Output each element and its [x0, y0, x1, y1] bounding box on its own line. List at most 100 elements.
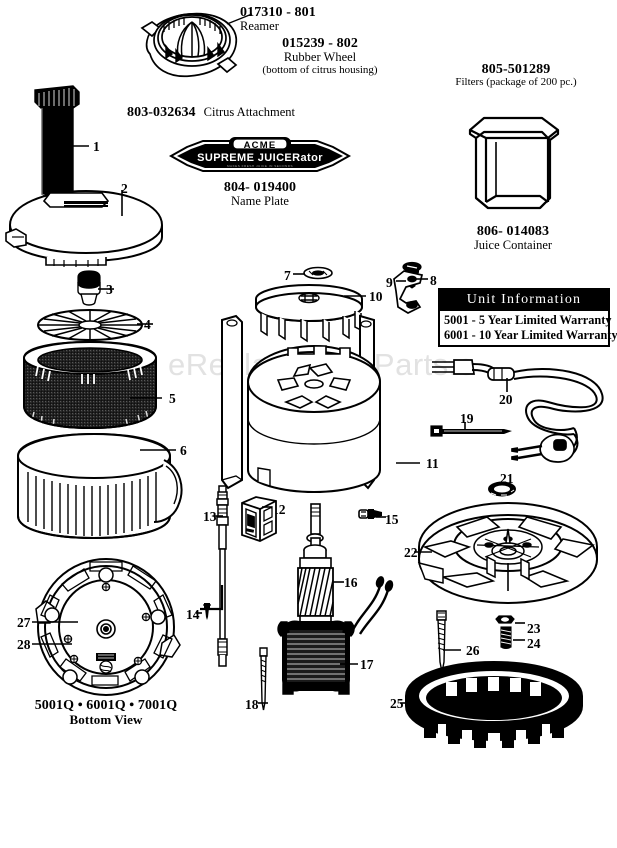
- callout-number-cable-tie: 19: [460, 411, 474, 426]
- lock-washer-illustration: [493, 614, 517, 628]
- callout-number-filter-basket: 5: [169, 391, 176, 406]
- rocker-switch-illustration: [238, 495, 280, 543]
- callout-leader-11: [396, 462, 420, 464]
- callout-leader-20: [506, 378, 508, 392]
- callout-leader-7: [293, 273, 305, 275]
- callout-leader-18: [258, 702, 268, 704]
- bottom-view-caption: Bottom View: [69, 712, 143, 728]
- warranty-row-5001: 5001 - 5 Year Limited Warranty: [444, 313, 612, 327]
- stator-field-illustration: [273, 618, 359, 695]
- callout-leader-10: [344, 295, 366, 297]
- name-plate-description: Name Plate: [231, 194, 289, 209]
- callout-leader-12: [262, 506, 272, 508]
- callout-leader-16: [332, 581, 344, 583]
- lid-cover-illustration: [5, 185, 166, 267]
- capacitor-illustration: [357, 506, 385, 522]
- rubber-wheel-description: Rubber Wheel: [283, 50, 357, 65]
- stator-screw-illustration: [256, 646, 270, 712]
- callout-number-base-plate: 27: [17, 615, 31, 630]
- callout-number-mount-bracket: 9: [386, 275, 393, 290]
- bottom-view-label-group: 5001Q • 6001Q • 7001Q Bottom View: [26, 698, 186, 727]
- fan-base-illustration: [415, 495, 601, 613]
- callout-number-lid-cover: 2: [121, 181, 128, 196]
- callout-leader-1: [53, 145, 89, 147]
- callout-leader-19: [464, 422, 466, 430]
- callout-number-pulp-bowl: 6: [180, 443, 187, 458]
- rod-nut-illustration: [200, 601, 214, 621]
- juice-container-part-number: 806- 014083: [476, 224, 550, 239]
- drive-plate-illustration: [253, 283, 365, 345]
- hub-nut-illustration: [72, 269, 106, 309]
- callout-leader-22: [414, 551, 432, 553]
- cutter-disc-illustration: [36, 308, 144, 342]
- callout-number-drive-plate: 10: [369, 289, 383, 304]
- callout-leader-27: [32, 621, 78, 623]
- toothed-ring-illustration: [402, 660, 586, 748]
- callout-number-base-screw: 28: [17, 637, 31, 652]
- cable-tie-illustration: [430, 423, 518, 439]
- callout-number-fan-base: 22: [404, 545, 418, 560]
- callout-leader-13: [214, 515, 223, 517]
- callout-number-long-screw: 26: [466, 643, 480, 658]
- callout-number-tie-rod: 13: [203, 509, 217, 524]
- callout-number-rod-nut: 14: [186, 607, 200, 622]
- bottom-view-models: 5001Q • 6001Q • 7001Q: [34, 698, 178, 713]
- callout-leader-14: [196, 612, 202, 614]
- motor-lead-wires: [350, 576, 394, 635]
- callout-number-bracket-screw: 8: [430, 273, 437, 288]
- hex-bolt-illustration: [497, 626, 515, 650]
- callout-number-lock-washer: 23: [527, 621, 541, 636]
- callout-leader-6: [140, 449, 176, 451]
- reamer-label-group: 017310 - 801 Reamer: [240, 5, 316, 34]
- callout-leader-15: [376, 516, 386, 518]
- callout-leader-26: [443, 649, 461, 651]
- svg-text:MAKES FRESH JUICE IN SECONDS: MAKES FRESH JUICE IN SECONDS: [227, 164, 293, 168]
- motor-housing-illustration: [214, 310, 424, 500]
- rubber-wheel-note: (bottom of citrus housing): [262, 63, 378, 76]
- citrus-attachment-description: Citrus Attachment: [203, 105, 295, 119]
- callout-leader-4: [137, 323, 153, 325]
- callout-leader-3: [98, 288, 114, 290]
- name-plate-part-number: 804- 019400: [223, 180, 297, 195]
- rubber-wheel-label-group: 015239 - 802 Rubber Wheel (bottom of cit…: [240, 36, 400, 76]
- callout-number-stator-screw: 18: [245, 697, 259, 712]
- rubber-wheel-part-number: 015239 - 802: [282, 36, 358, 51]
- citrus-attachment-label-group: 803-032634 Citrus Attachment: [127, 103, 295, 120]
- o-ring-illustration: [487, 480, 517, 498]
- callout-leader-24: [513, 639, 525, 641]
- retainer-washer-illustration: [303, 266, 333, 280]
- unit-information-title: Unit Information: [440, 290, 608, 311]
- reamer-part-number: 017310 - 801: [240, 5, 316, 20]
- filters-description: Filters (package of 200 pc.): [455, 76, 577, 89]
- reamer-description: Reamer: [240, 19, 279, 34]
- unit-information-box: Unit Information 5001 - 5 Year Limited W…: [438, 288, 617, 347]
- filters-label-group: 805-501289 Filters (package of 200 pc.): [430, 62, 602, 89]
- callout-leader-8: [414, 278, 428, 280]
- callout-number-retainer-washer: 7: [284, 268, 291, 283]
- filter-basket-illustration: [20, 340, 160, 432]
- callout-number-food-pusher: 1: [93, 139, 100, 154]
- callout-number-toothed-ring: 25: [390, 696, 404, 711]
- parts-diagram-canvas: eReplacementParts.c: [5, 2, 617, 748]
- name-plate-model-text: SUPREME JUICERator: [197, 152, 323, 164]
- juice-container-description: Juice Container: [473, 238, 553, 253]
- callout-number-motor-housing: 11: [426, 456, 439, 471]
- food-pusher-illustration: [29, 85, 85, 202]
- callout-number-hex-bolt: 24: [527, 636, 541, 651]
- callout-leader-9: [396, 280, 406, 282]
- callout-leader-17: [340, 663, 358, 665]
- juice-container-illustration: [462, 112, 566, 222]
- warranty-row-6001: 6001 - 10 Year Limited Warranty: [444, 327, 617, 342]
- unit-information-body: 5001 - 5 Year Limited Warranty 6001 - 10…: [440, 311, 617, 345]
- callout-number-power-cord: 20: [499, 392, 513, 407]
- callout-leader-25: [400, 702, 412, 704]
- citrus-attachment-illustration: [132, 2, 253, 94]
- callout-leader-2: [121, 190, 123, 216]
- callout-leader-23: [515, 622, 525, 624]
- callout-leader-5: [130, 397, 162, 399]
- callout-number-armature: 16: [344, 575, 358, 590]
- pulp-bowl-illustration: [14, 430, 186, 542]
- name-plate-illustration: ACME SUPREME JUICERator MAKES FRESH JUIC…: [163, 137, 357, 177]
- power-cord-illustration: [430, 358, 610, 468]
- name-plate-brand-text: ACME: [244, 140, 277, 151]
